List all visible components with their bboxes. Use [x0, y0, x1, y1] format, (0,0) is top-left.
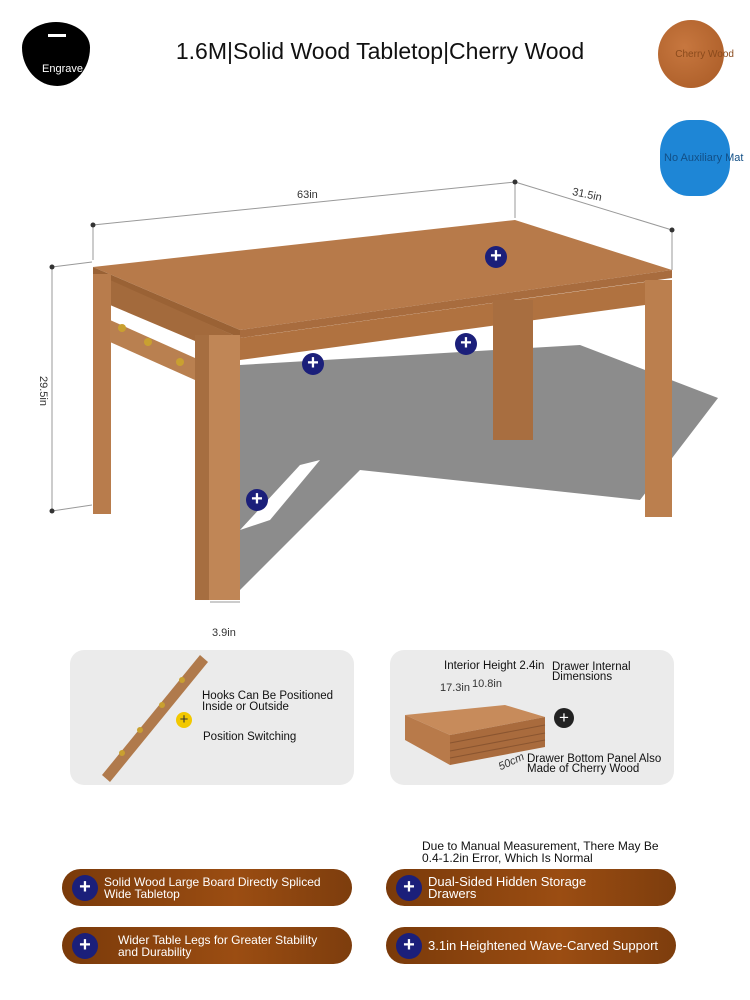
plus-icon: + — [396, 874, 422, 901]
feature-pill[interactable]: +3.1in Heightened Wave-Carved Support — [386, 927, 676, 964]
feature-text: Dual-Sided Hidden Storage — [428, 873, 587, 889]
feature-text: and Durability — [118, 944, 192, 959]
tabletop — [93, 220, 672, 330]
length-label: 63in — [297, 189, 318, 201]
measurement-note: 0.4-1.2in Error, Which Is Normal — [422, 851, 593, 865]
color-swatch-cherry[interactable]: Cherry Wood — [658, 20, 734, 88]
table-leg — [93, 274, 111, 514]
color-label: Cherry Wood — [675, 48, 734, 60]
drawer-bottom-text: Made of Cherry Wood — [527, 763, 640, 775]
mat-label: No Auxiliary Mat — [664, 152, 744, 164]
hooks-text: Hooks Can Be Positioned — [202, 690, 334, 702]
hooks-card: Hooks Can Be Positioned Inside or Outsid… — [70, 650, 354, 785]
hotspot-drawer-left[interactable]: + — [302, 353, 324, 375]
interior-height: Interior Height 2.4in — [444, 660, 545, 672]
mat-option[interactable]: No Auxiliary Mat — [660, 120, 743, 196]
drawer-length: 17.3in — [440, 682, 470, 694]
plus-icon: + — [396, 932, 422, 959]
hook-rail-image — [102, 655, 208, 782]
drawer-dims-title: Drawer Internal — [552, 661, 631, 673]
engrave-option[interactable]: Engrave — [22, 22, 90, 86]
table-leg — [645, 280, 672, 517]
plus-icon: + — [72, 874, 98, 901]
engrave-label: Engrave — [42, 63, 83, 75]
feature-pill[interactable]: + Solid Wood Large Board Directly Spliced… — [62, 869, 352, 906]
hooks-text: Inside or Outside — [202, 701, 289, 713]
table-leg — [493, 300, 533, 440]
drawer-image — [405, 705, 546, 765]
table-illustration — [49, 179, 718, 603]
feature-text: 3.1in Heightened Wave-Carved Support — [428, 937, 659, 953]
engrave-icon — [48, 34, 66, 37]
hotspot-drawer[interactable]: + — [554, 708, 574, 728]
feature-text: Solid Wood Large Board Directly Spliced — [104, 874, 321, 889]
measurement-note: Due to Manual Measurement, There May Be — [422, 839, 659, 853]
drawer-bottom-text: Drawer Bottom Panel Also — [527, 753, 662, 765]
drawer-front — [240, 282, 645, 360]
feature-text: Wide Tabletop — [104, 886, 180, 901]
hotspot-hooks[interactable]: + — [176, 712, 192, 728]
feature-text: Wider Table Legs for Greater Stability — [118, 932, 318, 947]
drawer-card: Interior Height 2.4in Drawer Internal Di… — [390, 650, 674, 785]
page-title: 1.6M|Solid Wood Tabletop|Cherry Wood — [175, 38, 585, 64]
leg-width-label: 3.9in — [212, 627, 236, 639]
feature-text: Drawers — [428, 885, 477, 901]
height-label: 29.5in — [36, 376, 49, 406]
drawer-width: 10.8in — [472, 678, 502, 690]
hotspot-tabletop[interactable]: + — [485, 246, 507, 268]
hotspot-leg[interactable]: + — [246, 489, 268, 511]
drawer-dims-title: Dimensions — [552, 671, 613, 683]
position-switching-label: Position Switching — [203, 731, 297, 743]
table-shadow — [240, 345, 718, 590]
plus-icon: + — [72, 932, 98, 959]
hotspot-drawer-right[interactable]: + — [455, 333, 477, 355]
